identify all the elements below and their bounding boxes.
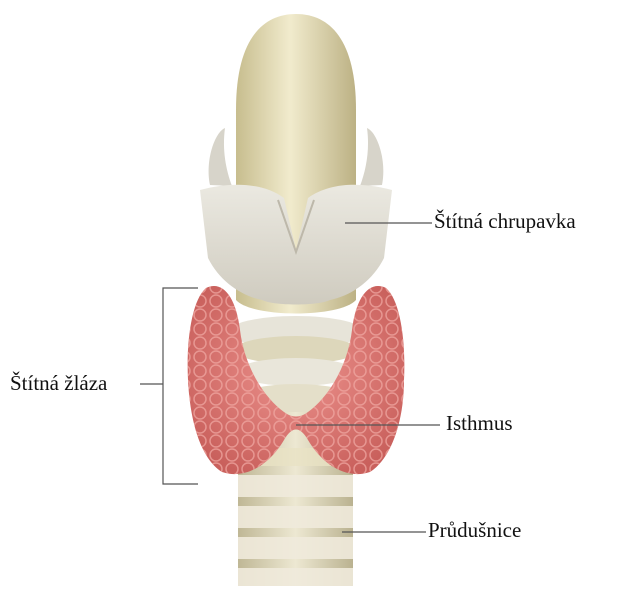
- label-thyroid-gland: Štítná žláza: [10, 373, 107, 394]
- label-trachea: Průdušnice: [428, 520, 521, 541]
- label-thyroid-cartilage: Štítná chrupavka: [434, 211, 576, 232]
- label-isthmus: Isthmus: [446, 413, 513, 434]
